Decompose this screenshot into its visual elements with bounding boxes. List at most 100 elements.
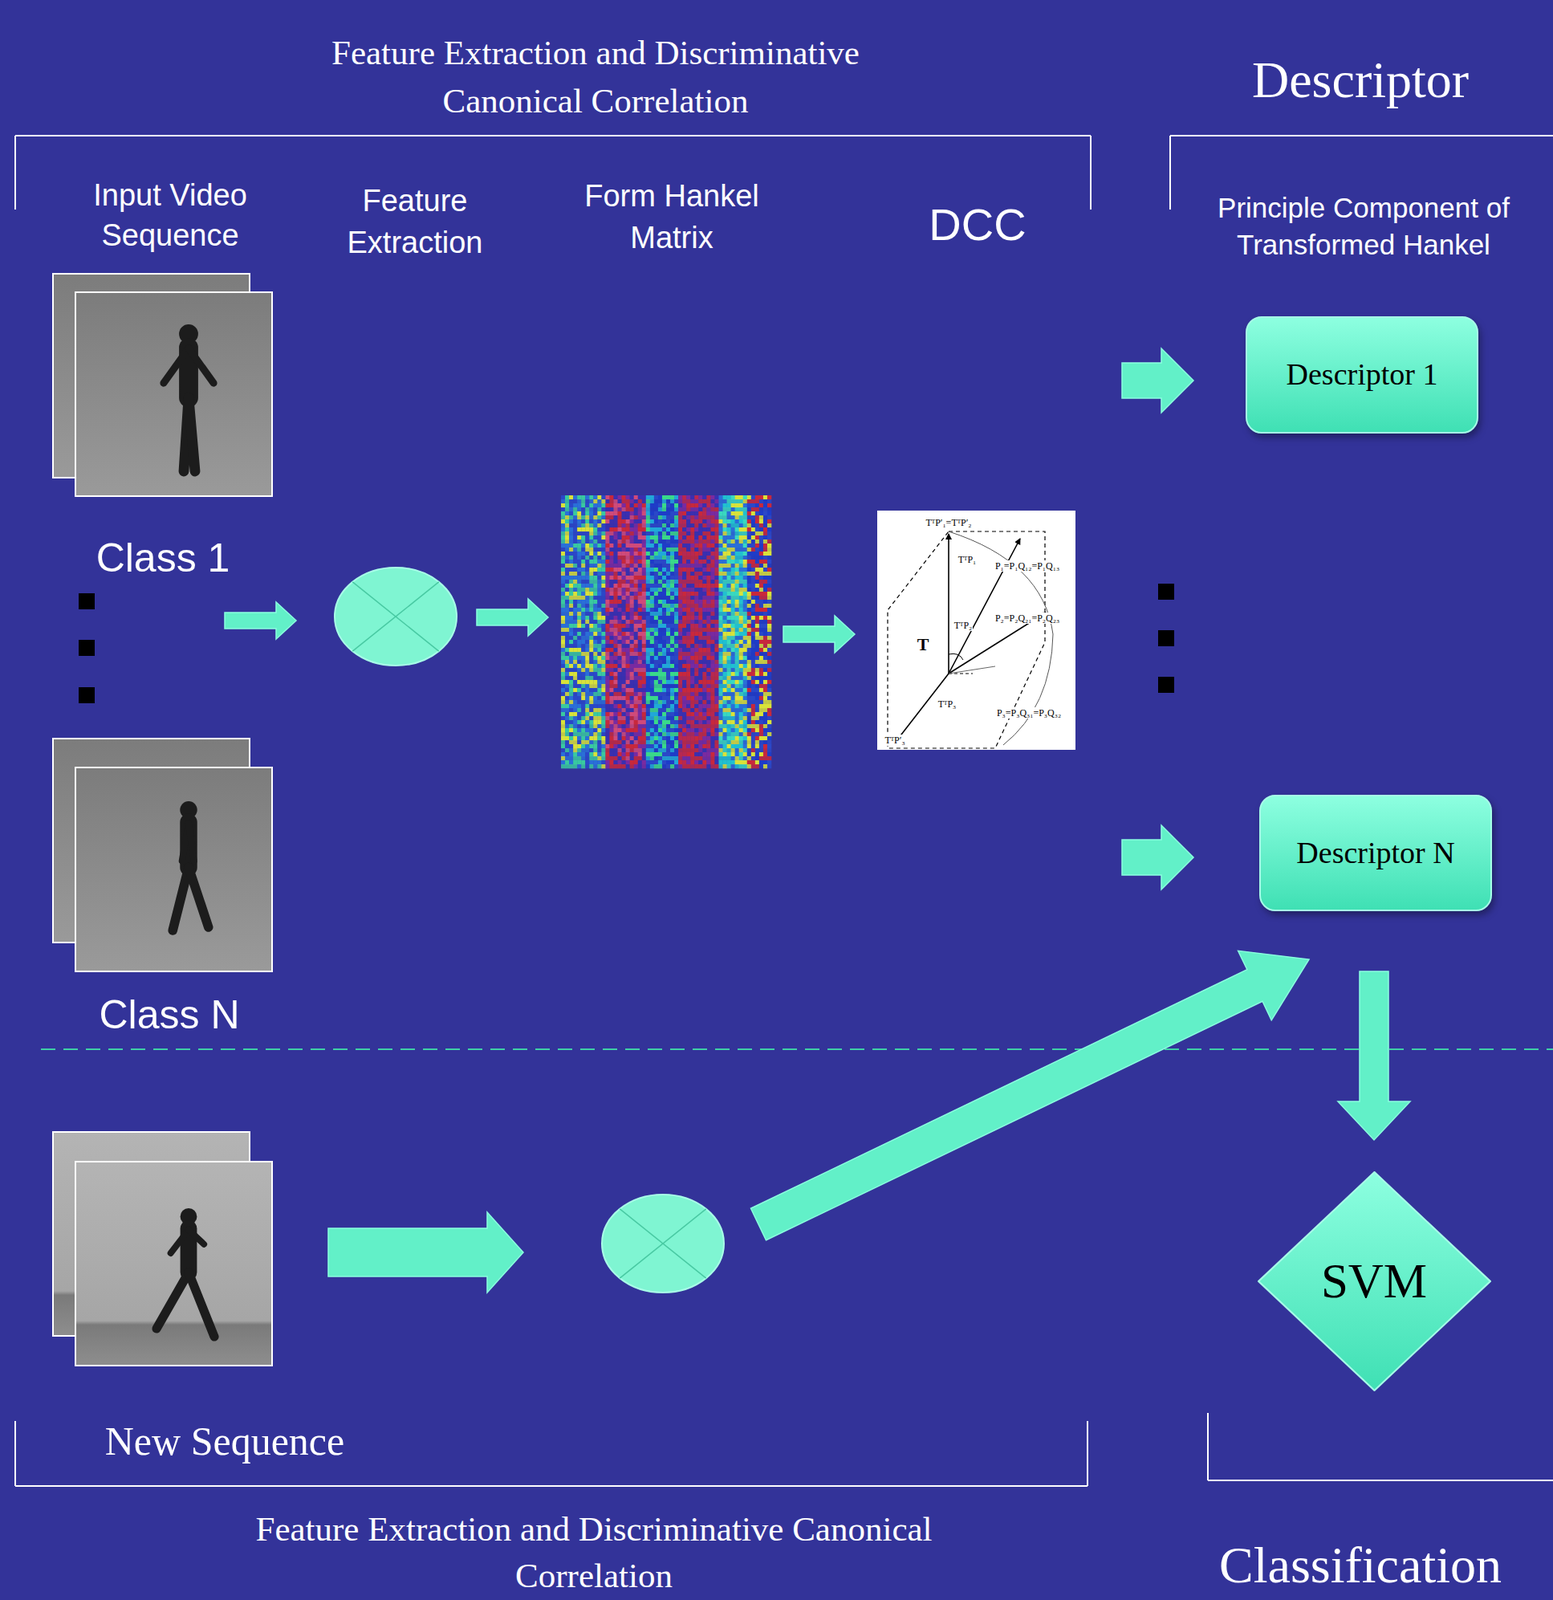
matrix-cell (605, 503, 610, 508)
matrix-cell (561, 603, 566, 608)
matrix-cell (674, 635, 679, 640)
matrix-cell (601, 527, 606, 532)
matrix-cell (634, 671, 639, 676)
matrix-cell (565, 559, 570, 564)
matrix-cell (626, 643, 631, 648)
matrix-cell (561, 691, 566, 696)
matrix-cell (593, 659, 598, 664)
matrix-cell (573, 559, 578, 564)
matrix-cell (670, 547, 675, 552)
matrix-cell (662, 663, 667, 668)
matrix-cell (638, 607, 643, 612)
matrix-cell (565, 563, 570, 568)
matrix-cell (674, 583, 679, 588)
matrix-cell (626, 599, 631, 604)
matrix-cell (626, 559, 631, 564)
matrix-cell (642, 764, 647, 769)
matrix-cell (662, 695, 667, 700)
matrix-cell (601, 507, 606, 512)
matrix-cell (561, 499, 566, 504)
matrix-cell (662, 555, 667, 560)
matrix-cell (593, 607, 598, 612)
matrix-cell (666, 679, 671, 684)
matrix-cell (593, 579, 598, 584)
matrix-cell (597, 655, 602, 660)
matrix-cell (573, 727, 578, 732)
matrix-cell (589, 695, 594, 700)
matrix-cell (597, 551, 602, 556)
matrix-cell (569, 647, 574, 652)
matrix-cell (561, 615, 566, 620)
matrix-cell (581, 539, 586, 544)
matrix-cell (638, 695, 643, 700)
matrix-cell (585, 495, 590, 500)
matrix-cell (666, 647, 671, 652)
matrix-cell (646, 519, 651, 524)
matrix-cell (573, 764, 578, 769)
matrix-cell (622, 607, 627, 612)
matrix-cell (569, 579, 574, 584)
matrix-cell (650, 631, 655, 636)
matrix-cell (565, 651, 570, 656)
matrix-cell (622, 659, 627, 664)
matrix-cell (650, 543, 655, 548)
matrix-cell (642, 671, 647, 676)
matrix-cell (674, 539, 679, 544)
matrix-cell (589, 511, 594, 516)
matrix-cell (646, 615, 651, 620)
matrix-cell (597, 503, 602, 508)
matrix-cell (674, 531, 679, 536)
matrix-cell (601, 683, 606, 688)
matrix-cell (626, 583, 631, 588)
matrix-cell (565, 655, 570, 660)
matrix-cell (589, 587, 594, 592)
matrix-cell (597, 715, 602, 720)
matrix-cell (609, 531, 614, 536)
matrix-cell (630, 748, 635, 753)
matrix-cell (609, 519, 614, 524)
matrix-cell (597, 687, 602, 692)
matrix-cell (601, 659, 606, 664)
matrix-cell (638, 723, 643, 728)
matrix-cell (593, 739, 598, 744)
matrix-cell (658, 764, 663, 769)
matrix-cell (646, 743, 651, 749)
matrix-cell (561, 627, 566, 632)
matrix-cell (638, 679, 643, 684)
matrix-cell (605, 723, 610, 728)
matrix-cell (565, 727, 570, 732)
matrix-cell (617, 687, 623, 692)
matrix-cell (650, 764, 655, 769)
matrix-cell (670, 711, 675, 716)
matrix-cell (589, 727, 594, 732)
matrix-cell (634, 571, 639, 576)
matrix-cell (654, 671, 659, 676)
matrix-cell (589, 543, 594, 548)
matrix-cell (573, 591, 578, 596)
bracket-line (14, 135, 17, 210)
matrix-cell (589, 679, 594, 684)
matrix-cell (650, 679, 655, 684)
matrix-cell (638, 671, 643, 676)
matrix-cell (601, 503, 606, 508)
matrix-cell (638, 731, 643, 736)
matrix-cell (561, 663, 566, 668)
matrix-cell (642, 663, 647, 668)
matrix-cell (601, 748, 606, 753)
matrix-cell (622, 551, 627, 556)
matrix-cell (646, 655, 651, 660)
matrix-cell (601, 587, 606, 592)
matrix-cell (662, 764, 667, 769)
matrix-cell (666, 719, 671, 724)
matrix-cell (626, 683, 631, 688)
matrix-cell (622, 651, 627, 656)
matrix-cell (670, 607, 675, 612)
matrix-cell (605, 547, 610, 552)
matrix-cell (642, 735, 647, 740)
ellipsis-dot (1158, 583, 1175, 600)
matrix-cell (650, 559, 655, 564)
matrix-cell (670, 567, 675, 572)
matrix-cell (605, 527, 610, 532)
matrix-cell (569, 555, 574, 560)
matrix-cell (613, 703, 618, 708)
